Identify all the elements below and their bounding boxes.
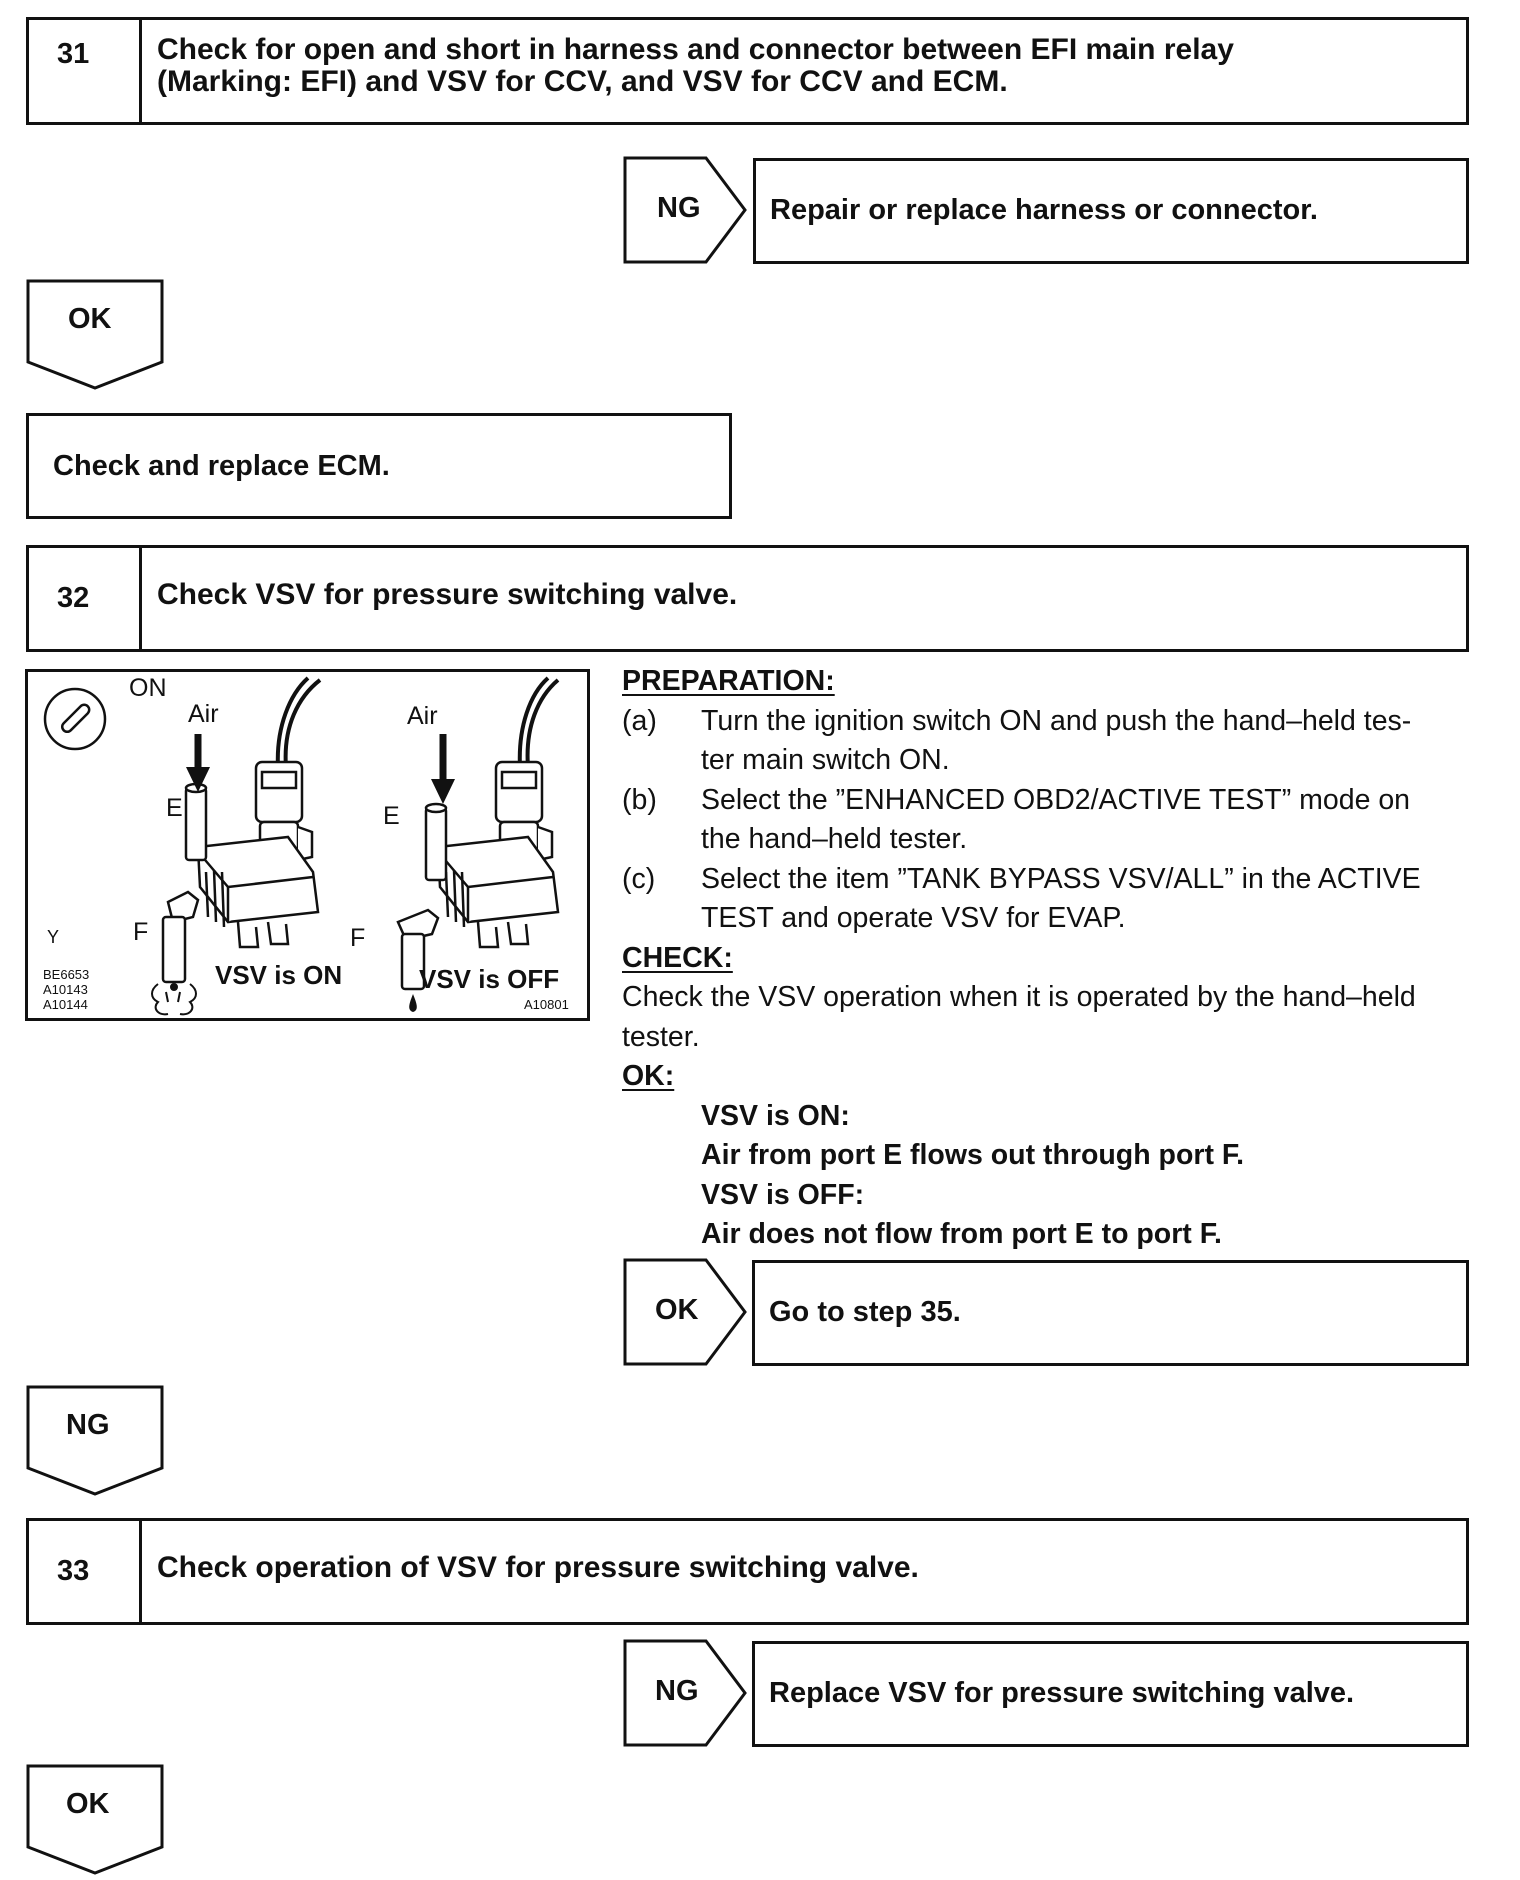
- instruction-item: (a) Turn the ignition switch ON and push…: [622, 702, 1470, 781]
- tag-label: NG: [655, 1675, 699, 1707]
- figure-codes: BE6653 A10143 A10144: [43, 967, 89, 1012]
- vsv-drawing: [43, 676, 560, 1016]
- air-label-right: Air: [407, 702, 438, 730]
- item-line: ter main switch ON.: [701, 744, 950, 776]
- step-title: Check VSV for pressure switching valve.: [157, 578, 738, 611]
- figure-code: A10143: [43, 982, 88, 997]
- ok-criteria-line: VSV is OFF:: [701, 1178, 865, 1211]
- ok-criteria-line: VSV is ON:: [701, 1099, 850, 1132]
- instruction-text: Check and replace ECM.: [53, 450, 390, 482]
- result-text: Go to step 35.: [769, 1296, 961, 1328]
- check-line: Check the VSV operation when it is opera…: [622, 981, 1416, 1013]
- check-line: tester.: [622, 1020, 700, 1053]
- ng-result-box: Repair or replace harness or connector.: [753, 158, 1469, 264]
- ok-criteria-line: Air does not flow from port E to port F.: [701, 1218, 1222, 1250]
- tag-label: OK: [655, 1294, 699, 1326]
- step-title-line-2: (Marking: EFI) and VSV for CCV, and VSV …: [157, 65, 1008, 98]
- check-text: Check the VSV operation when it is opera…: [622, 978, 1470, 1057]
- no-flow-drop-icon: [409, 994, 417, 1012]
- ok-down-tag[interactable]: OK: [26, 279, 164, 391]
- ignition-switch-icon: [43, 687, 107, 751]
- ng-result-tag[interactable]: NG: [623, 156, 748, 264]
- instructions-block: PREPARATION: (a) Turn the ignition switc…: [622, 662, 1470, 1255]
- ng-down-tag[interactable]: NG: [26, 1385, 164, 1497]
- right-arrow-tag-shape: [623, 156, 747, 264]
- vsv-right-drawing: [396, 676, 560, 991]
- item-text: Select the ”ENHANCED OBD2/ACTIVE TEST” m…: [701, 781, 1410, 860]
- ng-result-box: Replace VSV for pressure switching valve…: [752, 1641, 1469, 1747]
- step-number: 31: [29, 20, 142, 122]
- down-arrow-tag-shape: [26, 1385, 164, 1496]
- down-arrow-tag-shape: [26, 279, 164, 390]
- tag-label: OK: [68, 303, 112, 335]
- step-title-line-1: Check for open and short in harness and …: [157, 33, 1234, 66]
- item-line: Select the item ”TANK BYPASS VSV/ALL” in…: [701, 862, 1421, 895]
- air-arrow-right-icon: [431, 734, 455, 804]
- ok-down-tag[interactable]: OK: [26, 1764, 164, 1876]
- port-f-label-right: F: [350, 924, 366, 952]
- step-number: 32: [29, 548, 142, 649]
- port-e-label-left: E: [166, 794, 183, 822]
- vsv-on-label: VSV is ON: [215, 960, 343, 990]
- step-33-box: 33 Check operation of VSV for pressure s…: [26, 1518, 1469, 1625]
- check-heading: CHECK:: [622, 941, 733, 974]
- on-label: ON: [129, 674, 167, 702]
- item-text: Turn the ignition switch ON and push the…: [701, 702, 1411, 781]
- item-marker: (b): [622, 783, 657, 816]
- item-line: TEST and operate VSV for EVAP.: [701, 902, 1126, 934]
- item-marker: (c): [622, 862, 656, 895]
- tag-label: OK: [66, 1788, 110, 1820]
- right-arrow-tag-shape: [623, 1258, 747, 1366]
- figure-code: BE6653: [43, 967, 90, 982]
- y-label: Y: [47, 927, 60, 947]
- ok-result-tag[interactable]: OK: [623, 1258, 748, 1366]
- ng-result-tag[interactable]: NG: [623, 1639, 748, 1747]
- vsv-illustration: ON Air Air E E F F Y VSV is ON VSV is OF…: [25, 669, 590, 1021]
- ok-heading: OK:: [622, 1060, 675, 1092]
- right-arrow-tag-shape: [623, 1639, 747, 1747]
- item-line: Turn the ignition switch ON and push the…: [701, 704, 1412, 737]
- down-arrow-tag-shape: [26, 1764, 164, 1875]
- tag-label: NG: [657, 192, 701, 224]
- step-31-box: 31 Check for open and short in harness a…: [26, 17, 1469, 125]
- step-32-box: 32 Check VSV for pressure switching valv…: [26, 545, 1469, 652]
- item-line: the hand–held tester.: [701, 823, 968, 855]
- item-line: Select the ”ENHANCED OBD2/ACTIVE TEST” m…: [701, 783, 1411, 816]
- air-label-left: Air: [188, 700, 219, 728]
- instruction-item: (b) Select the ”ENHANCED OBD2/ACTIVE TES…: [622, 781, 1470, 860]
- air-arrow-left-icon: [186, 734, 210, 792]
- item-text: Select the item ”TANK BYPASS VSV/ALL” in…: [701, 860, 1421, 939]
- item-marker: (a): [622, 704, 657, 737]
- port-f-label-left: F: [133, 918, 149, 946]
- port-e-label-right: E: [383, 802, 400, 830]
- preparation-heading: PREPARATION:: [622, 665, 835, 697]
- result-text: Replace VSV for pressure switching valve…: [769, 1677, 1355, 1709]
- vsv-left-drawing: [161, 676, 322, 984]
- ok-result-box: Go to step 35.: [752, 1260, 1469, 1366]
- instruction-item: (c) Select the item ”TANK BYPASS VSV/ALL…: [622, 860, 1470, 939]
- figure-code-right: A10801: [524, 997, 569, 1012]
- tag-label: NG: [66, 1409, 110, 1441]
- figure-code: A10144: [43, 997, 88, 1012]
- step-number: 33: [29, 1521, 142, 1622]
- step-title: Check for open and short in harness and …: [157, 34, 1446, 98]
- step-title: Check operation of VSV for pressure swit…: [157, 1551, 919, 1584]
- replace-ecm-box: Check and replace ECM.: [26, 413, 732, 519]
- vsv-off-label: VSV is OFF: [419, 964, 560, 994]
- air-flow-out-icon: [151, 983, 197, 1016]
- ok-criteria-line: Air from port E flows out through port F…: [701, 1139, 1245, 1171]
- result-text: Repair or replace harness or connector.: [770, 194, 1318, 226]
